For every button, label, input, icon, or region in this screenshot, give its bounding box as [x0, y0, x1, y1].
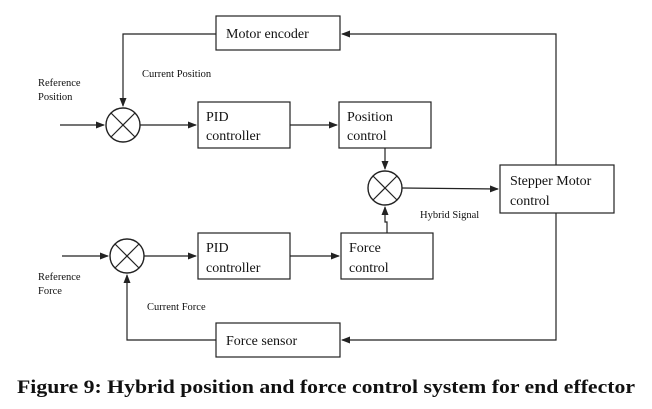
summing-junction-force [109, 238, 145, 274]
force-control-block [340, 232, 434, 280]
reference-position-label-line1: Reference [38, 78, 81, 89]
force-sensor-block [215, 322, 341, 358]
stepper-motor-control-block [499, 164, 615, 214]
pid-controller-top-block [197, 101, 291, 149]
hybrid-signal-label: Hybrid Signal [420, 210, 479, 221]
current-position-label: Current Position [142, 69, 212, 80]
arrow-current-position-feedback [119, 33, 216, 107]
reference-force-label-line2: Force [38, 286, 62, 297]
force-sensor-label: Force sensor [226, 334, 297, 349]
force-control-label-line1: Force [349, 241, 381, 256]
figure-caption: Figure 9: Hybrid position and force cont… [17, 377, 636, 398]
pid-top-label-line2: controller [206, 129, 261, 144]
pid-top-label-line1: PID [206, 110, 229, 125]
stepper-label-line2: control [510, 194, 550, 209]
reference-force-label-line1: Reference [38, 272, 81, 283]
position-control-block [338, 101, 432, 149]
stepper-label-line1: Stepper Motor [510, 174, 592, 189]
current-force-label: Current Force [147, 302, 206, 313]
arrow-current-force-feedback [123, 274, 216, 341]
pid-bottom-label-line1: PID [206, 241, 229, 256]
position-control-label-line2: control [347, 129, 387, 144]
summing-junction-hybrid [367, 170, 403, 206]
force-control-label-line2: control [349, 261, 389, 276]
arrow-stepper-to-encoder [341, 30, 557, 165]
arrow-force-to-hybrid [381, 206, 389, 233]
arrow-stepper-to-force-sensor [341, 213, 557, 344]
pid-bottom-label-line2: controller [206, 261, 261, 276]
arrow-hybrid-signal [401, 185, 499, 193]
motor-encoder-block [215, 15, 341, 51]
position-control-label-line1: Position [347, 110, 393, 125]
motor-encoder-label: Motor encoder [226, 27, 309, 42]
summing-junction-position [105, 107, 141, 143]
reference-position-label-line2: Position [38, 92, 73, 103]
pid-controller-bottom-block [197, 232, 291, 280]
